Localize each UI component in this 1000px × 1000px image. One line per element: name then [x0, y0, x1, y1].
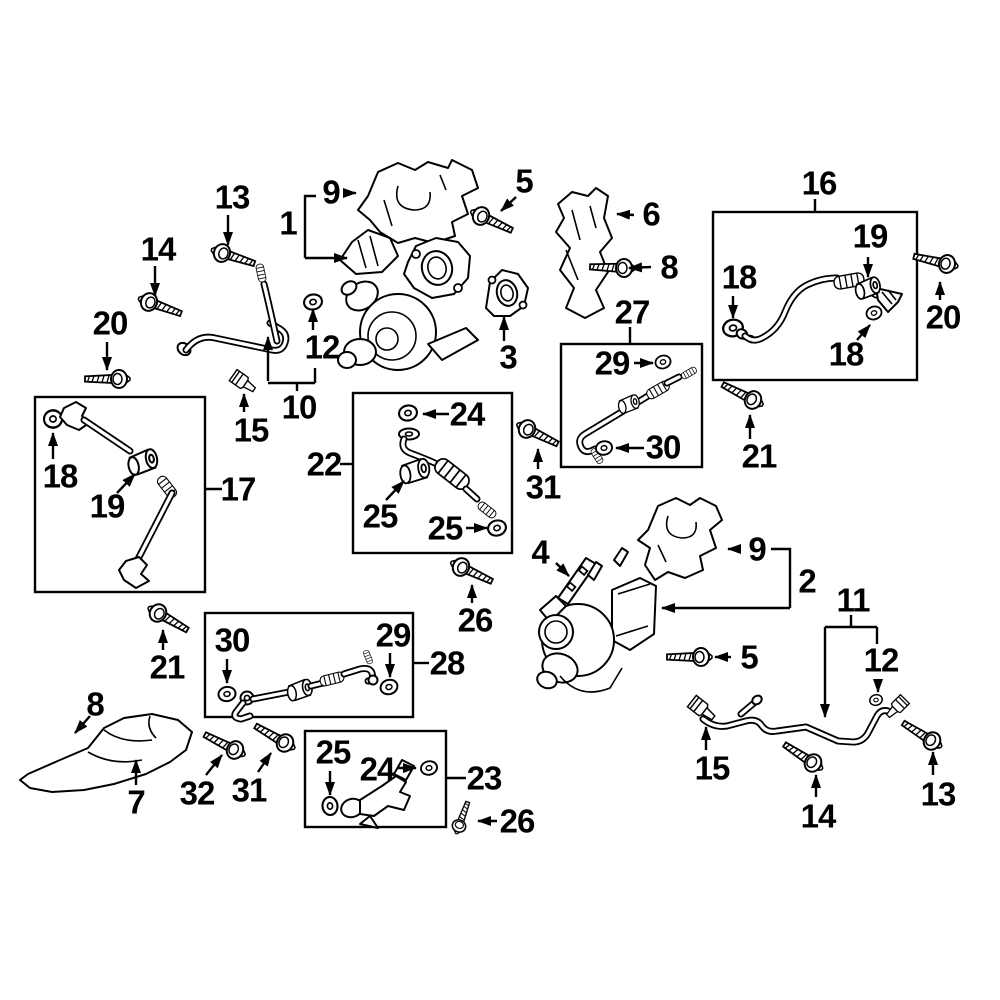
callout-label-32: 32 [179, 774, 216, 812]
callout-label-6: 6 [642, 195, 660, 233]
callout-label-31: 31 [231, 771, 268, 809]
water-pipe-11 [686, 693, 911, 746]
turbocharger-2 [536, 547, 657, 693]
heat-shield-upper [357, 159, 479, 244]
callout-label-12: 12 [304, 328, 341, 366]
gasket-3 [485, 269, 529, 317]
callout-label-1: 1 [279, 204, 297, 242]
oil-return-pipe-16 [720, 271, 903, 344]
callout-label-26: 26 [499, 802, 536, 840]
oil-pipe-10 [176, 262, 290, 357]
callout-label-23: 23 [466, 759, 503, 797]
heat-shield-6 [555, 187, 613, 319]
callout-label-31: 31 [525, 468, 562, 506]
callout-label-22: 22 [306, 445, 343, 483]
callout-label-24: 24 [449, 395, 486, 433]
callout-label-8: 8 [86, 685, 104, 723]
callout-label-14: 14 [800, 797, 837, 835]
heat-shield-lower [637, 497, 723, 581]
callout-label-8: 8 [660, 248, 678, 286]
turbocharger-1 [337, 229, 479, 371]
callout-label-11: 11 [836, 581, 871, 619]
callout-label-7: 7 [127, 783, 145, 821]
callout-label-12: 12 [863, 641, 900, 679]
callout-label-30: 30 [645, 428, 682, 466]
callout-label-19: 19 [89, 487, 126, 525]
callout-label-21: 21 [741, 437, 778, 475]
callout-label-29: 29 [375, 616, 412, 654]
callout-label-16: 16 [801, 164, 838, 202]
callout-label-5: 5 [515, 162, 533, 200]
callout-label-9: 9 [322, 173, 340, 211]
callout-label-15: 15 [694, 749, 731, 787]
callout-label-15: 15 [233, 411, 270, 449]
fitting-15-left [228, 368, 259, 396]
leader-arrows [48, 188, 945, 826]
callout-label-4: 4 [531, 533, 549, 571]
callout-label-17: 17 [220, 470, 257, 508]
callout-label-20: 20 [92, 304, 129, 342]
o-ring-12-top [301, 291, 325, 313]
callout-label-13: 13 [920, 775, 957, 813]
callout-label-29: 29 [594, 344, 631, 382]
callout-label-21: 21 [149, 648, 186, 686]
callout-label-13: 13 [214, 178, 251, 216]
callout-label-18: 18 [42, 457, 79, 495]
callout-label-5: 5 [740, 638, 758, 676]
callout-label-25: 25 [427, 509, 464, 547]
callout-label-10: 10 [281, 388, 318, 426]
callout-label-19: 19 [852, 217, 889, 255]
o-ring-12-right [867, 692, 885, 708]
oil-pipe-17 [41, 401, 179, 589]
callout-label-25: 25 [362, 497, 399, 535]
heat-shield-7 [19, 713, 193, 793]
oil-drain-tube-22 [396, 402, 509, 539]
vacuum-pipe-27 [576, 352, 698, 465]
callout-label-18: 18 [828, 335, 865, 373]
callout-label-20: 20 [925, 298, 962, 336]
callout-label-9: 9 [748, 530, 766, 568]
bracket-4 [557, 557, 597, 605]
callout-label-14: 14 [140, 230, 177, 268]
callout-label-25: 25 [315, 733, 352, 771]
callout-label-24: 24 [359, 750, 396, 788]
callout-label-30: 30 [214, 621, 251, 659]
callout-label-26: 26 [457, 601, 494, 639]
water-pipe-28 [216, 649, 401, 723]
callout-label-2: 2 [798, 562, 816, 600]
detail-box-28 [203, 611, 415, 719]
callout-label-28: 28 [429, 644, 466, 682]
callout-label-18: 18 [721, 258, 758, 296]
callout-label-3: 3 [499, 338, 517, 376]
callout-label-27: 27 [614, 293, 651, 331]
